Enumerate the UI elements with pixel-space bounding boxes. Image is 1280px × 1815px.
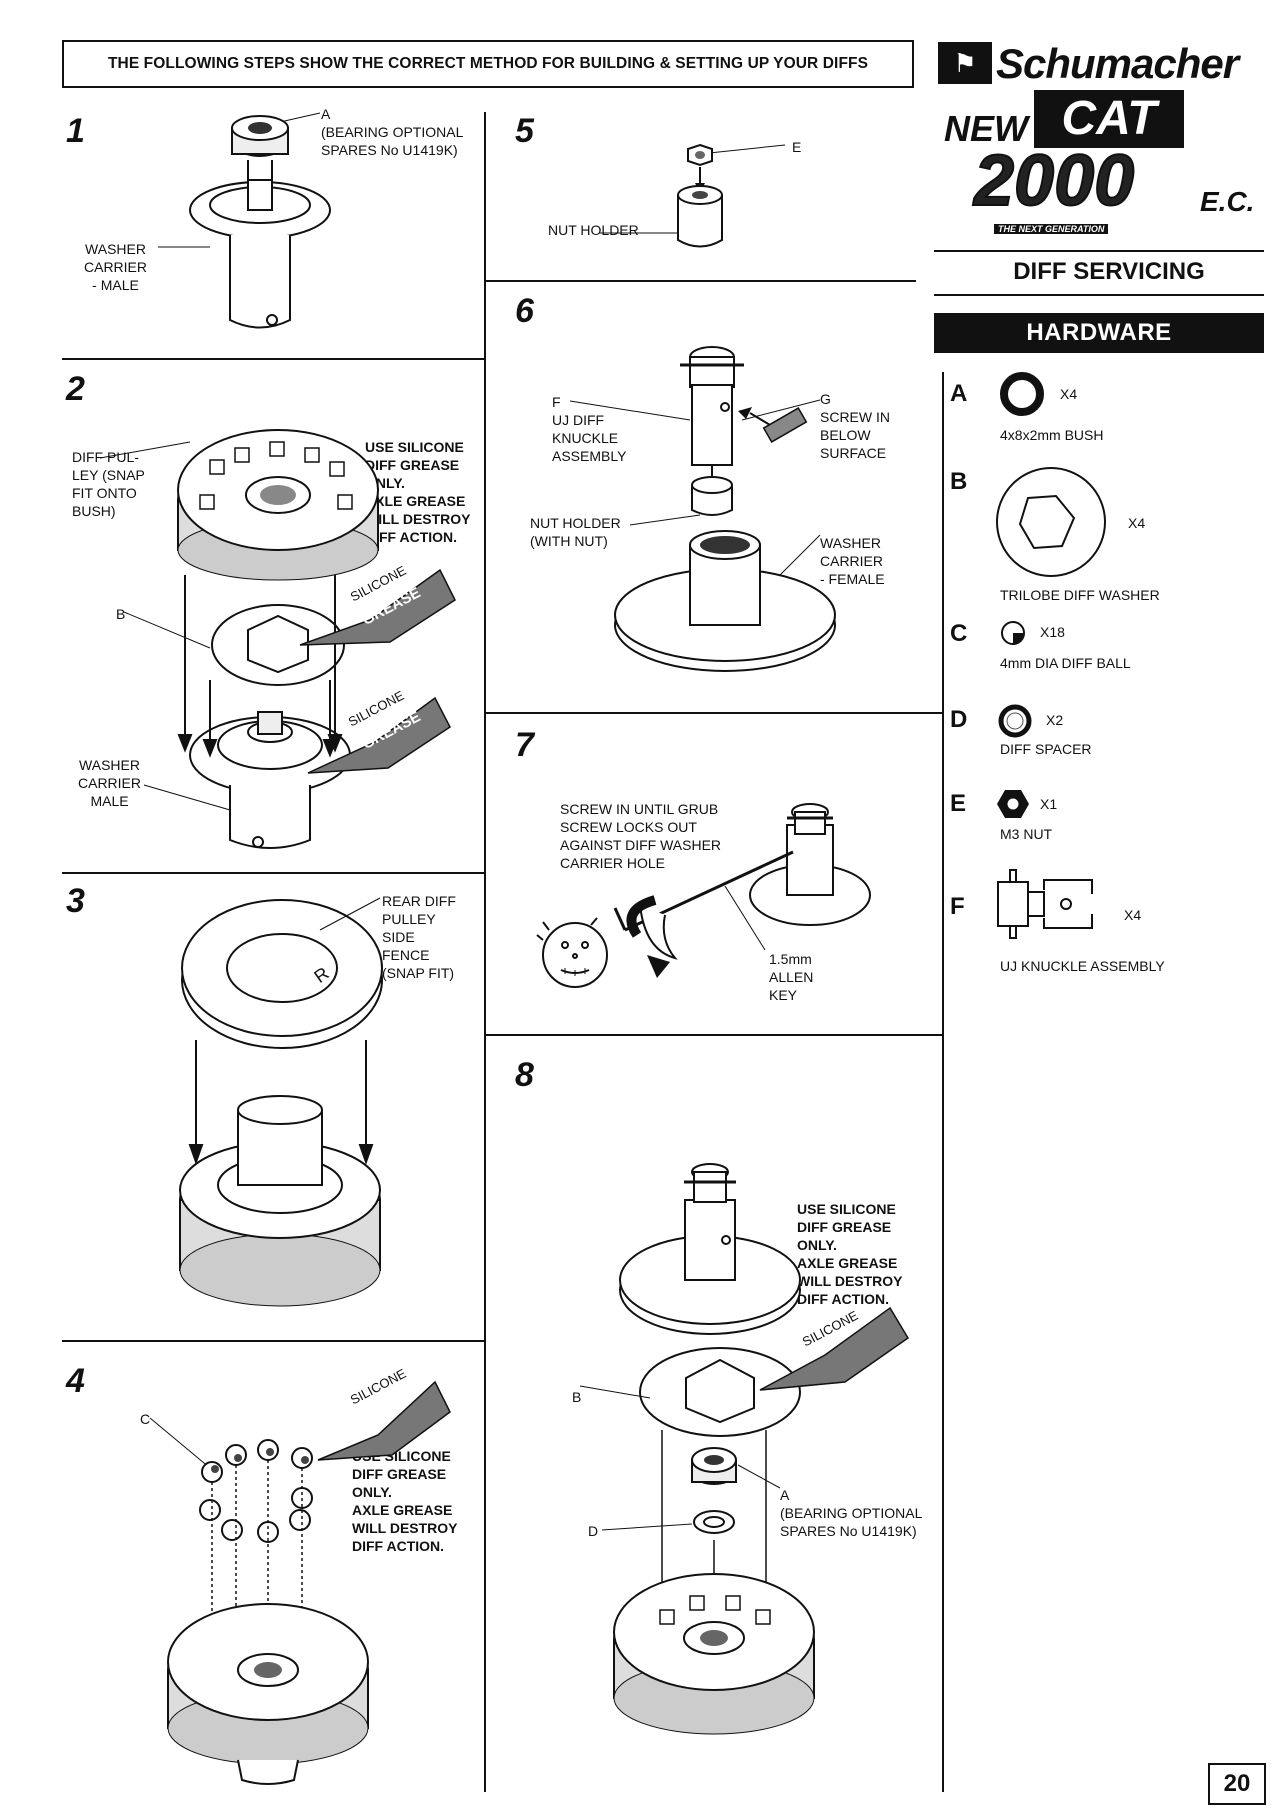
step-6-label-washer: WASHER CARRIER - FEMALE [820, 535, 885, 587]
logo-2000: 2000 [973, 141, 1135, 221]
step-5-label-nut: NUT HOLDER [548, 222, 639, 238]
hardware-name-b: TRILOBE DIFF WASHER [1000, 587, 1160, 603]
spacer-icon [998, 704, 1032, 738]
hardware-letter-f: F [950, 893, 965, 920]
hardware-qty-f: X4 [1124, 907, 1142, 923]
step-8-warning: USE SILICONE DIFF GREASE ONLY. AXLE GREA… [797, 1201, 903, 1307]
uj-knuckle-icon [997, 869, 1093, 939]
divider-7-8 [486, 1034, 942, 1036]
step-2-illustration [99, 429, 456, 849]
brand-rule-bottom [934, 294, 1264, 296]
column-divider-left [484, 112, 486, 1792]
divider-3-4 [62, 1340, 485, 1342]
page-header: THE FOLLOWING STEPS SHOW THE CORRECT MET… [62, 40, 914, 88]
step-3-illustration [179, 897, 383, 1307]
divider-1-2 [62, 358, 485, 360]
step-8-illustration [579, 1163, 910, 1735]
hardware-qty-d: X2 [1046, 712, 1064, 728]
divider-6-7 [486, 712, 942, 714]
hardware-letter-d: D [950, 706, 968, 733]
logo-ec: E.C. [1200, 186, 1255, 217]
divider-2-3 [62, 872, 485, 874]
hardware-letter-b: B [950, 468, 968, 495]
hardware-name-e: M3 NUT [1000, 826, 1053, 842]
step-6-label-f: F UJ DIFF KNUCKLE ASSEMBLY [552, 394, 627, 464]
page-number: 20 [1208, 1763, 1266, 1805]
bush-icon [1000, 372, 1044, 416]
schumacher-flag-icon: ⚑ [938, 42, 992, 84]
nut-icon [997, 790, 1029, 818]
column-divider-right [942, 372, 944, 1792]
step-6-label-nut: NUT HOLDER (WITH NUT) [530, 515, 621, 549]
step-3-label-fence: REAR DIFF PULLEY SIDE FENCE (SNAP FIT) [382, 893, 456, 981]
hardware-qty-e: X1 [1040, 796, 1058, 812]
brand-rule-top [934, 250, 1264, 252]
logo-cat: CAT [1034, 90, 1184, 148]
step-8-label-b: B [572, 1389, 582, 1405]
logo-tagline: THE NEXT GENERATION [994, 224, 1109, 234]
step-4-label-c: C [140, 1411, 151, 1427]
step-6-label-g: G SCREW IN BELOW SURFACE [820, 391, 890, 461]
step-8-label-d: D [588, 1523, 599, 1539]
step-8-number: 8 [515, 1056, 534, 1094]
diff-ball-icon [1001, 621, 1025, 645]
step-7-label-screw: SCREW IN UNTIL GRUB SCREW LOCKS OUT AGAI… [560, 801, 722, 871]
step-4-warning: USE SILICONE DIFF GREASE ONLY. AXLE GREA… [352, 1448, 458, 1554]
grease-tube-icon [759, 1306, 910, 1391]
step-4-number: 4 [66, 1362, 85, 1400]
logo-new: NEW [944, 108, 1028, 149]
grease-tube-icon [299, 568, 456, 646]
step-7-number: 7 [515, 726, 534, 764]
hardware-name-a: 4x8x2mm BUSH [1000, 427, 1104, 443]
step-5-number: 5 [515, 112, 534, 150]
step-2-label-b: B [116, 606, 126, 622]
step-2-label-washer: WASHER CARRIER MALE [78, 757, 142, 809]
step-6-number: 6 [515, 292, 534, 330]
trilobe-washer-icon [996, 467, 1106, 577]
brand-name: Schumacher [996, 40, 1280, 88]
hardware-title: HARDWARE [934, 313, 1264, 353]
step-8-label-a: A (BEARING OPTIONAL SPARES No U1419K) [780, 1487, 923, 1539]
product-logo: NEW CAT 2000 E.C. THE NEXT GENERATION [944, 90, 1264, 240]
step-5-illustration [600, 143, 786, 248]
hardware-qty-c: X18 [1040, 624, 1065, 640]
step-2-number: 2 [66, 370, 85, 408]
grease-tube-icon [317, 1380, 451, 1461]
brand-name-text: Schumacher [996, 40, 1239, 87]
hardware-name-c: 4mm DIA DIFF BALL [1000, 655, 1131, 671]
step-6-illustration [569, 346, 836, 672]
step-7-label-key: 1.5mm ALLEN KEY [769, 951, 814, 1003]
hardware-letter-e: E [950, 790, 967, 817]
step-5-label-e: E [792, 139, 802, 155]
step-7-illustration [536, 803, 871, 988]
step-4-illustration [149, 1380, 451, 1785]
hardware-name-f: UJ KNUCKLE ASSEMBLY [1000, 958, 1165, 974]
hardware-name-d: DIFF SPACER [1000, 741, 1092, 757]
hardware-letter-c: C [950, 620, 968, 647]
step-3-number: 3 [66, 882, 85, 920]
hardware-letter-a: A [950, 380, 968, 407]
step-1-illustration [158, 112, 331, 329]
hardware-qty-a: X4 [1060, 386, 1078, 402]
section-title: DIFF SERVICING [1013, 258, 1205, 285]
hardware-qty-b: X4 [1128, 515, 1146, 531]
step-1-label-washer: WASHER CARRIER - MALE [84, 241, 148, 293]
grease-tube-icon [307, 696, 451, 774]
step-1-label-a: A (BEARING OPTIONAL SPARES No U1419K) [321, 106, 464, 158]
step-1-number: 1 [66, 112, 85, 150]
divider-5-6 [486, 280, 916, 282]
